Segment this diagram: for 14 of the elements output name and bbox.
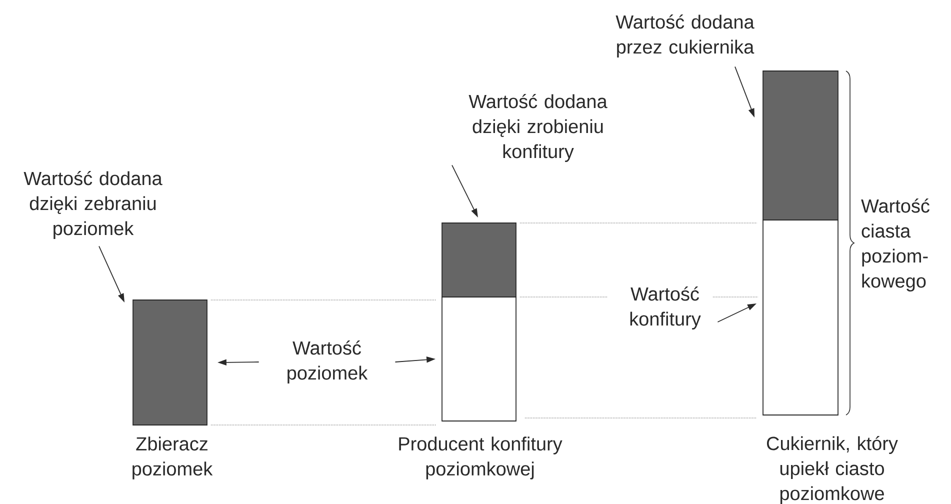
text-label: Wartość dodana dzięki zrobieniu konfitury [468, 94, 608, 162]
text-label: Wartość konfitury [630, 286, 701, 330]
bar-caption: Producent konfitury poziomkowej [399, 436, 562, 480]
bar-caption: Cukiernik, który upiekł ciasto poziomkowe [766, 436, 898, 504]
bar-segment [442, 222, 516, 298]
text-label: Wartość ciasta poziom- kowego [861, 198, 930, 292]
bar-segment [442, 296, 516, 422]
text-label: Wartość dodana dzięki zebraniu poziomek [24, 171, 162, 239]
bar-segment [132, 300, 208, 426]
bar-segment [762, 220, 838, 416]
bar-caption: Zbieracz poziomek [132, 436, 213, 480]
text-label: Wartość poziomek [288, 340, 368, 384]
bar-segment [762, 70, 838, 220]
text-label: Wartość dodana przez cukiernika [616, 14, 754, 58]
